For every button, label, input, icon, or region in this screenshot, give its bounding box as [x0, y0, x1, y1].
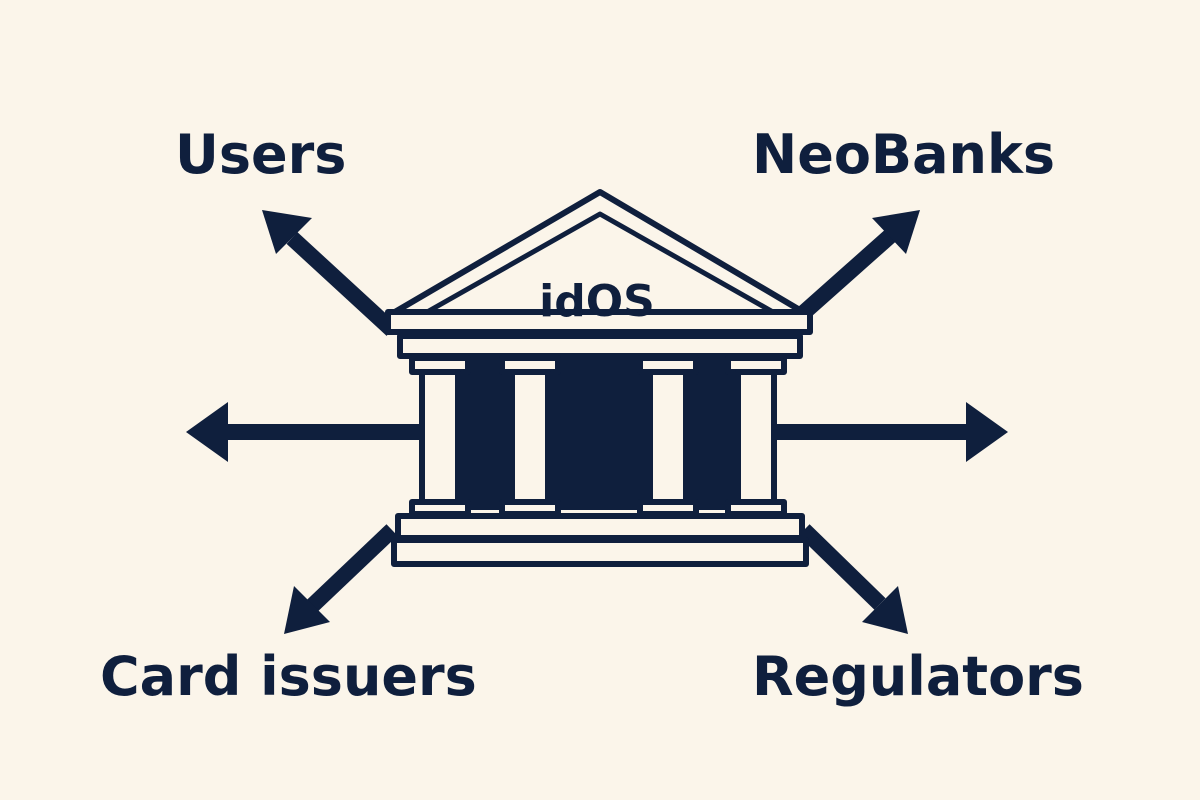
entablature — [397, 333, 803, 359]
arrows — [186, 210, 1008, 634]
center-title: idOS — [539, 276, 655, 327]
column-1-base — [409, 499, 471, 517]
arrowhead-regulators — [862, 586, 908, 634]
node-regulators: Regulators — [752, 645, 1084, 708]
arrowhead-left — [186, 402, 228, 462]
arrow-users — [286, 232, 398, 336]
arrow-card-issuers — [306, 524, 398, 612]
arrowhead-neobanks — [872, 210, 920, 254]
node-users: Users — [175, 123, 347, 186]
arrow-regulators — [798, 524, 886, 610]
arrow-neobanks — [794, 230, 896, 322]
node-card-issuers: Card issuers — [100, 645, 477, 708]
column-2-base — [499, 499, 561, 517]
base-step-lower — [391, 537, 809, 567]
column-3-shaft — [647, 369, 689, 505]
bank-building-icon — [385, 189, 813, 567]
base-step-upper — [395, 513, 805, 541]
arrowhead-users — [262, 210, 312, 254]
column-2-shaft — [509, 369, 551, 505]
node-neobanks: NeoBanks — [752, 123, 1056, 186]
arrowhead-right — [966, 402, 1008, 462]
column-3-base — [637, 499, 699, 517]
column-4-base — [725, 499, 787, 517]
column-1-shaft — [419, 369, 461, 505]
pediment-base — [385, 309, 813, 335]
column-4-shaft — [735, 369, 777, 505]
building-interior — [440, 358, 760, 510]
arrowhead-card-issuers — [284, 586, 330, 634]
